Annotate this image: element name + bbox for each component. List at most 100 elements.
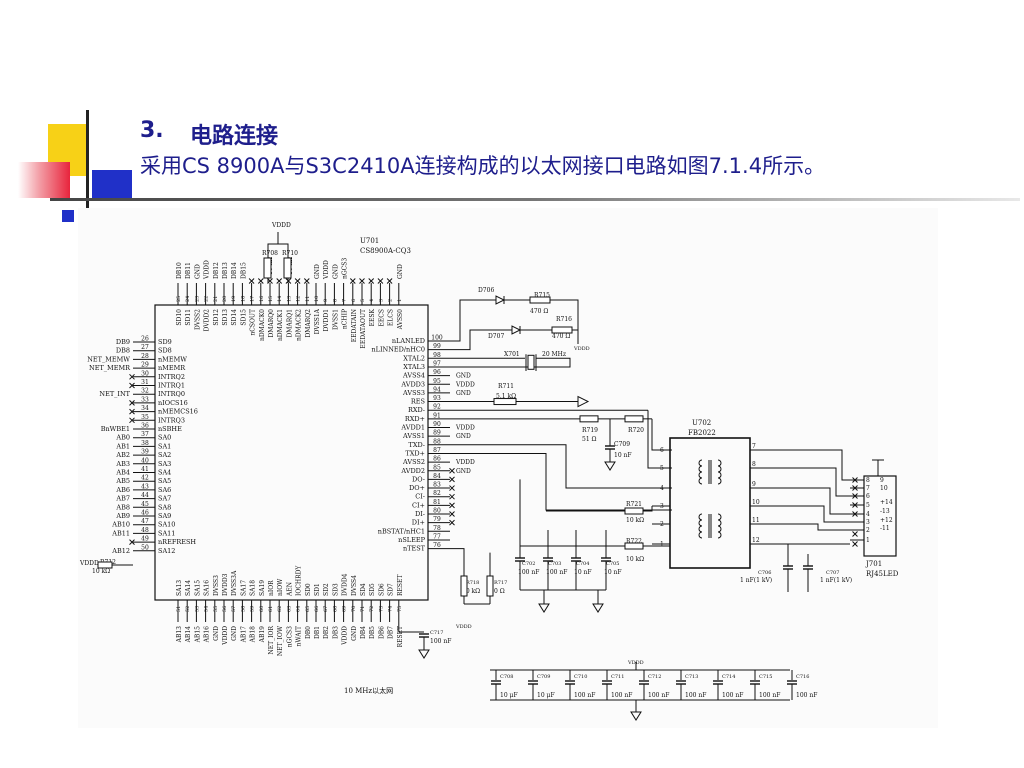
pin-net-left: NET_MEMW — [87, 355, 130, 363]
decoupling-val: 100 nF — [796, 692, 817, 699]
pin-number-right: 88 — [433, 438, 441, 445]
pin-number-right: 92 — [433, 404, 441, 411]
pin-signal-right: nSLEEP — [398, 536, 425, 544]
pin-number-left: 35 — [141, 414, 149, 421]
rx-resistor — [579, 415, 599, 423]
pin-net-left: BnWBE1 — [101, 425, 130, 433]
pin-signal-right: XTAL2 — [403, 354, 425, 362]
pin-net-bottom: AB14 — [185, 626, 192, 644]
title-number: 3. — [140, 118, 164, 143]
decoupling-val: 100 nF — [759, 692, 780, 699]
pin-net-left: DB8 — [116, 347, 130, 355]
r-rx2: R720 — [628, 427, 644, 434]
pin-net-right: VDDD — [455, 459, 475, 466]
pin-signal-bottom: DVDD3 — [222, 573, 229, 596]
pin-signal-left: SA8 — [158, 503, 171, 511]
vdd-reset-label: VDDD — [455, 624, 472, 630]
pin-signal-left: INTRQ3 — [158, 416, 185, 424]
c-b2-val: 100 nF — [546, 569, 567, 576]
pin-number-left: 40 — [141, 457, 149, 464]
rj45-pin: 3 — [866, 519, 870, 526]
decoupling-val: 10 μF — [500, 692, 518, 699]
pin-number-top: 12 — [296, 296, 302, 302]
pin-signal-left: SA2 — [158, 451, 171, 459]
pin-net-left: AB11 — [111, 529, 130, 537]
xfmr-pin-left: 5 — [660, 465, 664, 472]
pin-signal-top: SD11 — [185, 309, 192, 326]
c-j1-val: 1 nF(1 kV) — [740, 577, 772, 584]
nc-mark-right — [449, 502, 455, 509]
transformer-body — [669, 437, 751, 569]
decoupling-ref: C712 — [648, 674, 661, 680]
pin-net-bottom: NET_IOW — [277, 625, 284, 656]
nc-mark-top — [257, 278, 264, 284]
nc-mark-top — [349, 278, 356, 284]
pin-number-left: 28 — [141, 353, 149, 360]
pin-signal-bottom: SD1 — [314, 583, 321, 596]
pin-net-left: DB9 — [116, 338, 130, 346]
pin-net-bottom: AB15 — [194, 626, 201, 644]
r-b1: R718 — [466, 580, 479, 586]
pin-signal-right: DO+ — [409, 484, 425, 492]
rj45-pin: 7 — [866, 485, 870, 492]
pin-signal-right: TXD+ — [405, 449, 425, 457]
pin-net-left: AB3 — [115, 460, 130, 468]
rj45-body — [863, 475, 897, 557]
pin-signal-bottom: SD5 — [369, 583, 376, 596]
pin-number-left: 49 — [141, 536, 149, 543]
pin-signal-right: nTEST — [403, 545, 426, 553]
pin-number-top: 4 — [369, 299, 375, 302]
pin-number-right: 96 — [433, 369, 441, 376]
pin-number-bottom: 71 — [360, 606, 366, 612]
wire — [790, 505, 850, 523]
pin-number-top: 22 — [204, 296, 210, 302]
c-b3-val: 10 nF — [574, 569, 592, 576]
vdd-decoupling-label: VDDD — [627, 660, 644, 666]
r-top-a: R708 — [262, 250, 278, 257]
wire — [572, 329, 579, 344]
pin-signal-top: DVSS1A — [314, 308, 321, 334]
pin-signal-top: EESK — [369, 308, 376, 326]
pin-number-right: 97 — [433, 360, 441, 367]
pin-net-left: AB5 — [115, 477, 130, 485]
pin-signal-right: AVSS3 — [402, 389, 425, 397]
pin-number-right: 99 — [433, 343, 441, 350]
pin-net-left: NET_INT — [99, 390, 130, 398]
chip-pins: 25SD10DB1024SD11DB1123DVSS2GND22DVDD2VDD… — [87, 258, 893, 656]
pin-number-top: 19 — [231, 296, 237, 302]
logo-blue-square — [92, 170, 132, 200]
pin-signal-top: nDMACK0 — [259, 309, 266, 341]
pin-net-left: AB12 — [111, 547, 130, 555]
pin-number-bottom: 72 — [369, 606, 375, 612]
wire — [790, 487, 850, 515]
c-rx: C709 — [614, 441, 630, 448]
pin-number-left: 30 — [141, 370, 149, 377]
vdd-top-label: VDDD — [271, 222, 291, 229]
pin-net-bottom: VDDD — [342, 626, 349, 646]
pin-number-right: 87 — [433, 447, 441, 454]
pin-number-top: 10 — [314, 296, 320, 302]
pin-net-top: GND — [194, 264, 201, 279]
pin-number-right: 79 — [433, 516, 441, 523]
pin-signal-bottom: DVSS3 — [213, 575, 220, 596]
pin-net-bottom: NET_IOR — [268, 626, 275, 655]
chip-ref: U701 — [360, 237, 379, 245]
pin-net-left: AB4 — [115, 469, 130, 477]
pin-number-bottom: 74 — [388, 606, 394, 612]
pin-signal-right: AVDD3 — [400, 380, 425, 388]
pin-number-top: 14 — [277, 296, 283, 302]
decoupling-ref: C709 — [537, 674, 550, 680]
pin-number-top: 13 — [286, 296, 292, 302]
nc-mark-right — [449, 485, 455, 491]
nc-mark-top — [377, 278, 384, 284]
pin-number-bottom: 51 — [176, 606, 182, 612]
pull-up-resistor — [283, 257, 292, 279]
pin-number-left: 36 — [141, 423, 149, 430]
pin-signal-bottom: nIOW — [277, 578, 284, 596]
nc-mark-top — [303, 278, 310, 284]
logo-vertical-line — [86, 110, 89, 210]
pin-signal-right: RES — [411, 398, 425, 406]
pin-signal-right: TXD- — [409, 441, 426, 449]
pin-signal-bottom: SD4 — [360, 583, 367, 596]
pin-signal-left: nMEMCS16 — [158, 408, 198, 416]
